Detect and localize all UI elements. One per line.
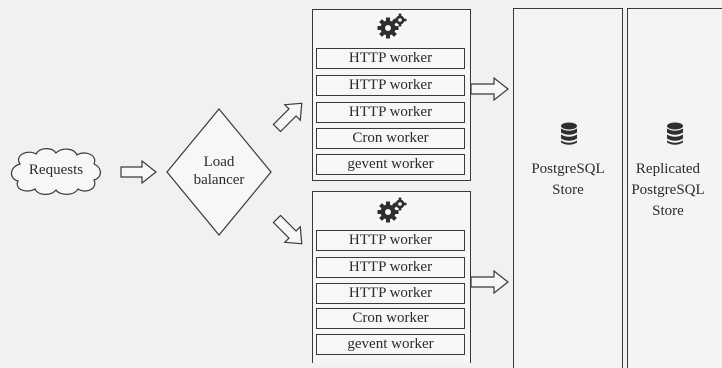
load-balancer-diamond [166, 108, 272, 236]
http-worker: HTTP worker [316, 48, 465, 69]
arrow-to-top-group [272, 102, 303, 133]
gears-icon [377, 197, 407, 223]
http-worker: HTTP worker [316, 257, 465, 278]
gevent-worker: gevent worker [316, 154, 465, 175]
http-worker: HTTP worker [316, 102, 465, 123]
postgresql-store-label: PostgreSQL Store [531, 161, 605, 198]
arrow-to-load-balancer [120, 160, 157, 184]
gevent-worker: gevent worker [316, 334, 465, 355]
http-worker: HTTP worker [316, 75, 465, 96]
server-group-top: HTTP worker HTTP worker HTTP worker Cron… [312, 9, 471, 181]
database-icon [560, 122, 578, 146]
http-worker: HTTP worker [316, 283, 465, 304]
arrow-bottom-group-to-store [470, 270, 509, 294]
cron-worker: Cron worker [316, 308, 465, 329]
gears-icon [377, 13, 407, 39]
load-balancer-label: Load balancer [193, 154, 245, 188]
requests-cloud: Requests [6, 145, 106, 197]
cloud-icon [10, 148, 101, 195]
cron-worker: Cron worker [316, 128, 465, 149]
database-icon [666, 122, 684, 146]
server-group-bottom: HTTP worker HTTP worker HTTP worker Cron… [312, 191, 471, 363]
arrow-to-bottom-group [272, 214, 303, 245]
requests-label: Requests [28, 162, 84, 178]
replicated-postgresql-store: Replicated PostgreSQL Store [627, 8, 722, 368]
replicated-postgresql-store-label: Replicated PostgreSQL Store [631, 161, 705, 219]
arrow-top-group-to-store [470, 77, 509, 101]
load-balancer: Load balancer [165, 107, 273, 237]
postgresql-store: PostgreSQL Store [513, 8, 623, 368]
http-worker: HTTP worker [316, 230, 465, 251]
